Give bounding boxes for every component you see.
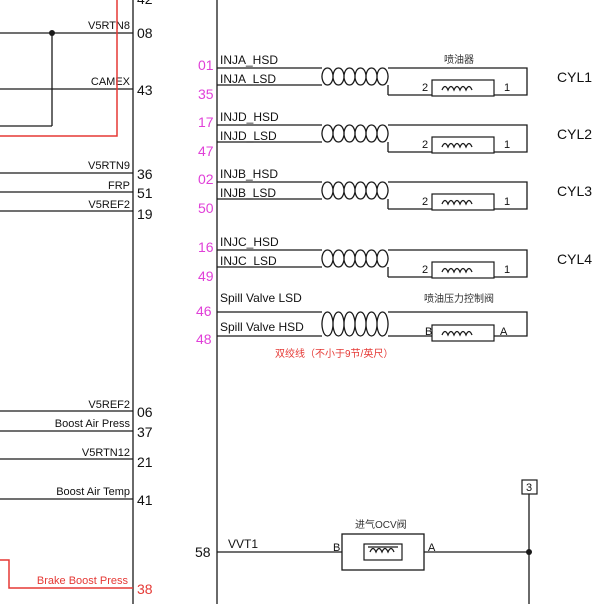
injector-label-hsd: INJC_HSD xyxy=(220,235,279,249)
spill-label-bottom: Spill Valve HSD xyxy=(220,320,304,334)
coil-pin-2: 2 xyxy=(422,196,428,208)
injector-pin-lsd: 49 xyxy=(198,268,214,284)
twisted-pair-note: 双绞线（不小于9节/英尺） xyxy=(275,347,393,360)
coil-pin-2: 2 xyxy=(422,139,428,151)
injector-cyl3: INJB_HSD INJB_LSD 02 50 2 1 CYL3 xyxy=(198,167,592,216)
pin-48: 48 xyxy=(196,331,212,347)
ocv-coil-icon xyxy=(369,547,395,554)
injector-cyl1: INJA_HSD INJA_LSD 01 35 2 1 CYL1 xyxy=(198,53,592,102)
cylinder-label: CYL3 xyxy=(557,183,592,199)
ref-box-3 xyxy=(521,479,538,495)
injector-label-lsd: INJB_LSD xyxy=(220,186,276,200)
pin-36: 36 xyxy=(137,166,153,182)
spill-pin-a: A xyxy=(500,326,508,338)
pin-top-cut: 42 xyxy=(137,0,153,7)
injector-pin-lsd: 47 xyxy=(198,143,214,159)
injector-pin-hsd: 02 xyxy=(198,171,214,187)
signal-label-brake-boost-press: Brake Boost Press xyxy=(37,575,129,587)
injector-label-hsd: INJB_HSD xyxy=(220,167,278,181)
spill-pin-b: B xyxy=(425,326,432,338)
twisted-pair xyxy=(321,249,389,268)
twisted-pair xyxy=(321,181,389,200)
injector-cyl2: INJD_HSD INJD_LSD 17 47 2 1 CYL2 xyxy=(198,110,592,159)
signal-label-boost-air-press: Boost Air Press xyxy=(55,418,131,430)
signal-label-v5ref2-a: V5REF2 xyxy=(88,199,130,211)
spill-label-top: Spill Valve LSD xyxy=(220,291,302,305)
injector-pin-hsd: 01 xyxy=(198,57,214,73)
pin-51: 51 xyxy=(137,185,153,201)
pin-46: 46 xyxy=(196,303,212,319)
coil-pin-1: 1 xyxy=(504,139,510,151)
signal-label-v5rtn9: V5RTN9 xyxy=(88,160,130,172)
coil-box xyxy=(431,136,495,154)
injector-pin-lsd: 35 xyxy=(198,86,214,102)
red-trace-brake xyxy=(0,559,133,589)
coil-icon xyxy=(441,142,473,149)
coil-pin-2: 2 xyxy=(422,82,428,94)
injector-label-hsd: INJA_HSD xyxy=(220,53,278,67)
injector-pin-lsd: 50 xyxy=(198,200,214,216)
coil-icon xyxy=(441,267,473,274)
coil-icon xyxy=(441,199,473,206)
injector-label-lsd: INJC_LSD xyxy=(220,254,277,268)
pin-08: 08 xyxy=(137,25,153,41)
pin-37: 37 xyxy=(137,424,153,440)
signal-label-v5rtn8: V5RTN8 xyxy=(88,20,130,32)
red-trace-upper xyxy=(0,0,118,137)
spill-coil-box xyxy=(431,324,495,342)
spill-coil-icon xyxy=(441,330,473,337)
pin-43: 43 xyxy=(137,82,153,98)
injector-label-lsd: INJD_LSD xyxy=(220,129,277,143)
coil-pin-1: 1 xyxy=(504,82,510,94)
ocv-valve-title: 进气OCV阀 xyxy=(355,518,407,531)
injector-title: 喷油器 xyxy=(444,53,474,66)
signal-label-v5ref2-b: V5REF2 xyxy=(88,399,130,411)
signal-label-frp: FRP xyxy=(108,180,130,192)
pin-19: 19 xyxy=(137,206,153,222)
ref-number-3: 3 xyxy=(526,482,532,494)
cylinder-label: CYL1 xyxy=(557,69,592,85)
ocv-pin-a: A xyxy=(428,542,436,554)
injector-pin-hsd: 17 xyxy=(198,114,214,130)
cylinder-label: CYL4 xyxy=(557,251,592,267)
coil-pin-2: 2 xyxy=(422,264,428,276)
pin-41: 41 xyxy=(137,492,153,508)
coil-box xyxy=(431,79,495,97)
injector-cyl4: INJC_HSD INJC_LSD 16 49 2 1 CYL4 xyxy=(198,235,592,284)
cylinder-label: CYL2 xyxy=(557,126,592,142)
twisted-pair-spill xyxy=(321,311,389,337)
signal-label-boost-air-temp: Boost Air Temp xyxy=(56,486,130,498)
twisted-pair xyxy=(321,67,389,86)
pin-58: 58 xyxy=(195,544,211,560)
signal-label-camex: CAMEX xyxy=(91,76,131,88)
coil-pin-1: 1 xyxy=(504,264,510,276)
twisted-pair xyxy=(321,124,389,143)
injector-pin-hsd: 16 xyxy=(198,239,214,255)
spill-valve-title: 喷油压力控制阀 xyxy=(424,292,494,305)
pin-21: 21 xyxy=(137,454,153,470)
coil-box xyxy=(431,193,495,211)
coil-box xyxy=(431,261,495,279)
injector-label-lsd: INJA_LSD xyxy=(220,72,276,86)
coil-icon xyxy=(441,85,473,92)
coil-pin-1: 1 xyxy=(504,196,510,208)
spill-valve-group xyxy=(217,311,528,342)
pin-06: 06 xyxy=(137,404,153,420)
pin-38: 38 xyxy=(137,581,153,597)
ocv-pin-b: B xyxy=(333,542,340,554)
signal-label-v5rtn12: V5RTN12 xyxy=(82,447,130,459)
vvt1-label: VVT1 xyxy=(228,537,258,551)
injector-label-hsd: INJD_HSD xyxy=(220,110,279,124)
